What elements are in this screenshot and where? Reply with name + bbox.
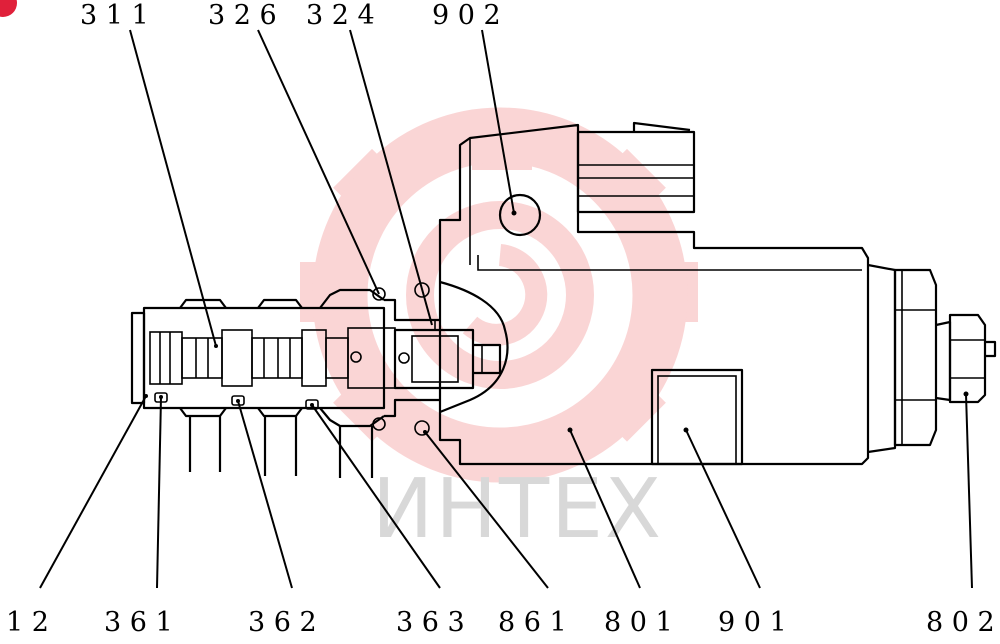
corner-badge-icon [0, 0, 17, 17]
callout-801: 8 0 1 [604, 607, 673, 638]
top-callouts: 3 1 1 3 2 6 3 2 4 9 0 2 [80, 0, 501, 31]
watermark-text: ИНТЕХ [372, 462, 663, 557]
callout-311: 3 1 1 [80, 0, 149, 31]
callout-324: 3 2 4 [306, 0, 375, 31]
callout-363: 3 6 3 [396, 607, 465, 638]
callout-861: 8 6 1 [498, 607, 567, 638]
valve-body-drawing [130, 121, 997, 478]
callout-902: 9 0 2 [432, 0, 501, 31]
watermark-gear-icon [300, 107, 698, 483]
callout-361: 3 6 1 [104, 607, 173, 638]
bottom-callouts: 1 2 3 6 1 3 6 2 3 6 3 8 6 1 8 0 1 9 0 1 … [6, 607, 995, 638]
callout-802: 8 0 2 [926, 607, 995, 638]
callout-362: 3 6 2 [248, 607, 317, 638]
leader-lines [39, 29, 973, 589]
callout-326: 3 2 6 [208, 0, 277, 31]
callout-12: 1 2 [6, 607, 49, 638]
callout-901: 9 0 1 [718, 607, 787, 638]
